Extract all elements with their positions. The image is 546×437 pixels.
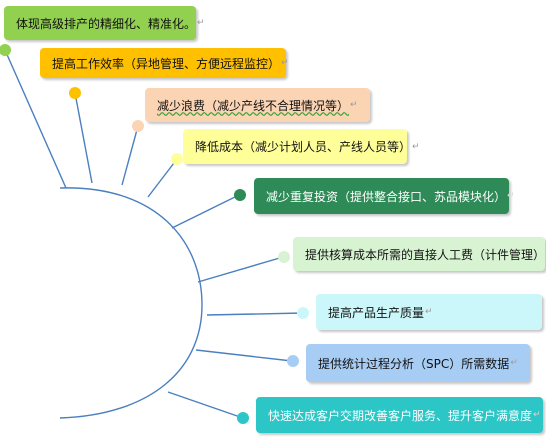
paragraph-mark-icon: ↵ <box>510 358 518 368</box>
paragraph-mark-icon: ↵ <box>425 307 433 317</box>
spoke-6 <box>197 256 284 283</box>
connector-dot-2 <box>69 87 81 99</box>
connector-dot-3 <box>132 120 144 132</box>
paragraph-mark-icon: ↵ <box>533 410 541 420</box>
spoke-9 <box>167 391 244 419</box>
connector-dot-6 <box>278 251 290 263</box>
benefit-box-6: 提供核算成本所需的直接人工费（计件管理）↵ <box>293 237 545 271</box>
connector-dot-4 <box>171 153 183 165</box>
paragraph-mark-icon: ↵ <box>281 58 289 68</box>
benefit-label: 减少浪费（减少产线不合理情况等） <box>157 98 350 113</box>
spoke-4 <box>147 158 178 198</box>
benefit-box-1: 体现高级排产的精细化、精准化。↵ <box>4 6 205 40</box>
spoke-2 <box>74 92 93 184</box>
benefit-label: 提高产品生产质量 <box>328 305 425 320</box>
benefit-label: 体现高级排产的精细化、精准化。 <box>16 16 197 31</box>
connector-dot-9 <box>237 412 249 424</box>
benefit-label: 降低成本（减少计划人员、产线人员等） <box>195 140 412 154</box>
benefit-label: 快速达成客户交期改善客户服务、提升客户满意度 <box>268 408 533 423</box>
paragraph-mark-icon: ↵ <box>507 191 515 201</box>
spoke-3 <box>121 125 139 186</box>
spoke-5 <box>171 194 240 229</box>
benefit-label: 减少重复投资（提供整合接口、苏品模块化） <box>266 189 507 204</box>
connector-dot-5 <box>234 189 246 201</box>
benefit-box-8: 提供统计过程分析（SPC）所需数据↵ <box>306 344 530 382</box>
spoke-8 <box>195 349 293 362</box>
paragraph-mark-icon: ↵ <box>197 18 205 28</box>
benefit-label: 提供核算成本所需的直接人工费（计件管理） <box>305 247 546 262</box>
benefit-box-7: 提高产品生产质量↵ <box>316 294 542 330</box>
connector-dot-7 <box>297 307 309 319</box>
spoke-1 <box>4 49 67 189</box>
spoke-7 <box>206 312 304 316</box>
benefit-label: 提供统计过程分析（SPC）所需数据 <box>318 356 510 371</box>
connector-dot-8 <box>287 355 299 367</box>
benefit-box-4: 降低成本（减少计划人员、产线人员等）↵ <box>183 129 420 164</box>
benefit-box-9: 快速达成客户交期改善客户服务、提升客户满意度↵ <box>256 397 543 433</box>
paragraph-mark-icon: ↵ <box>350 100 358 110</box>
hub-arc <box>59 187 203 419</box>
paragraph-mark-icon: ↵ <box>412 141 420 152</box>
benefit-label: 提高工作效率（异地管理、方便远程监控） <box>52 56 281 71</box>
connector-dot-1 <box>0 44 11 56</box>
benefit-box-5: 减少重复投资（提供整合接口、苏品模块化）↵ <box>254 178 515 214</box>
benefit-box-3: 减少浪费（减少产线不合理情况等）↵ <box>145 88 370 122</box>
benefit-box-2: 提高工作效率（异地管理、方便远程监控）↵ <box>40 48 289 78</box>
